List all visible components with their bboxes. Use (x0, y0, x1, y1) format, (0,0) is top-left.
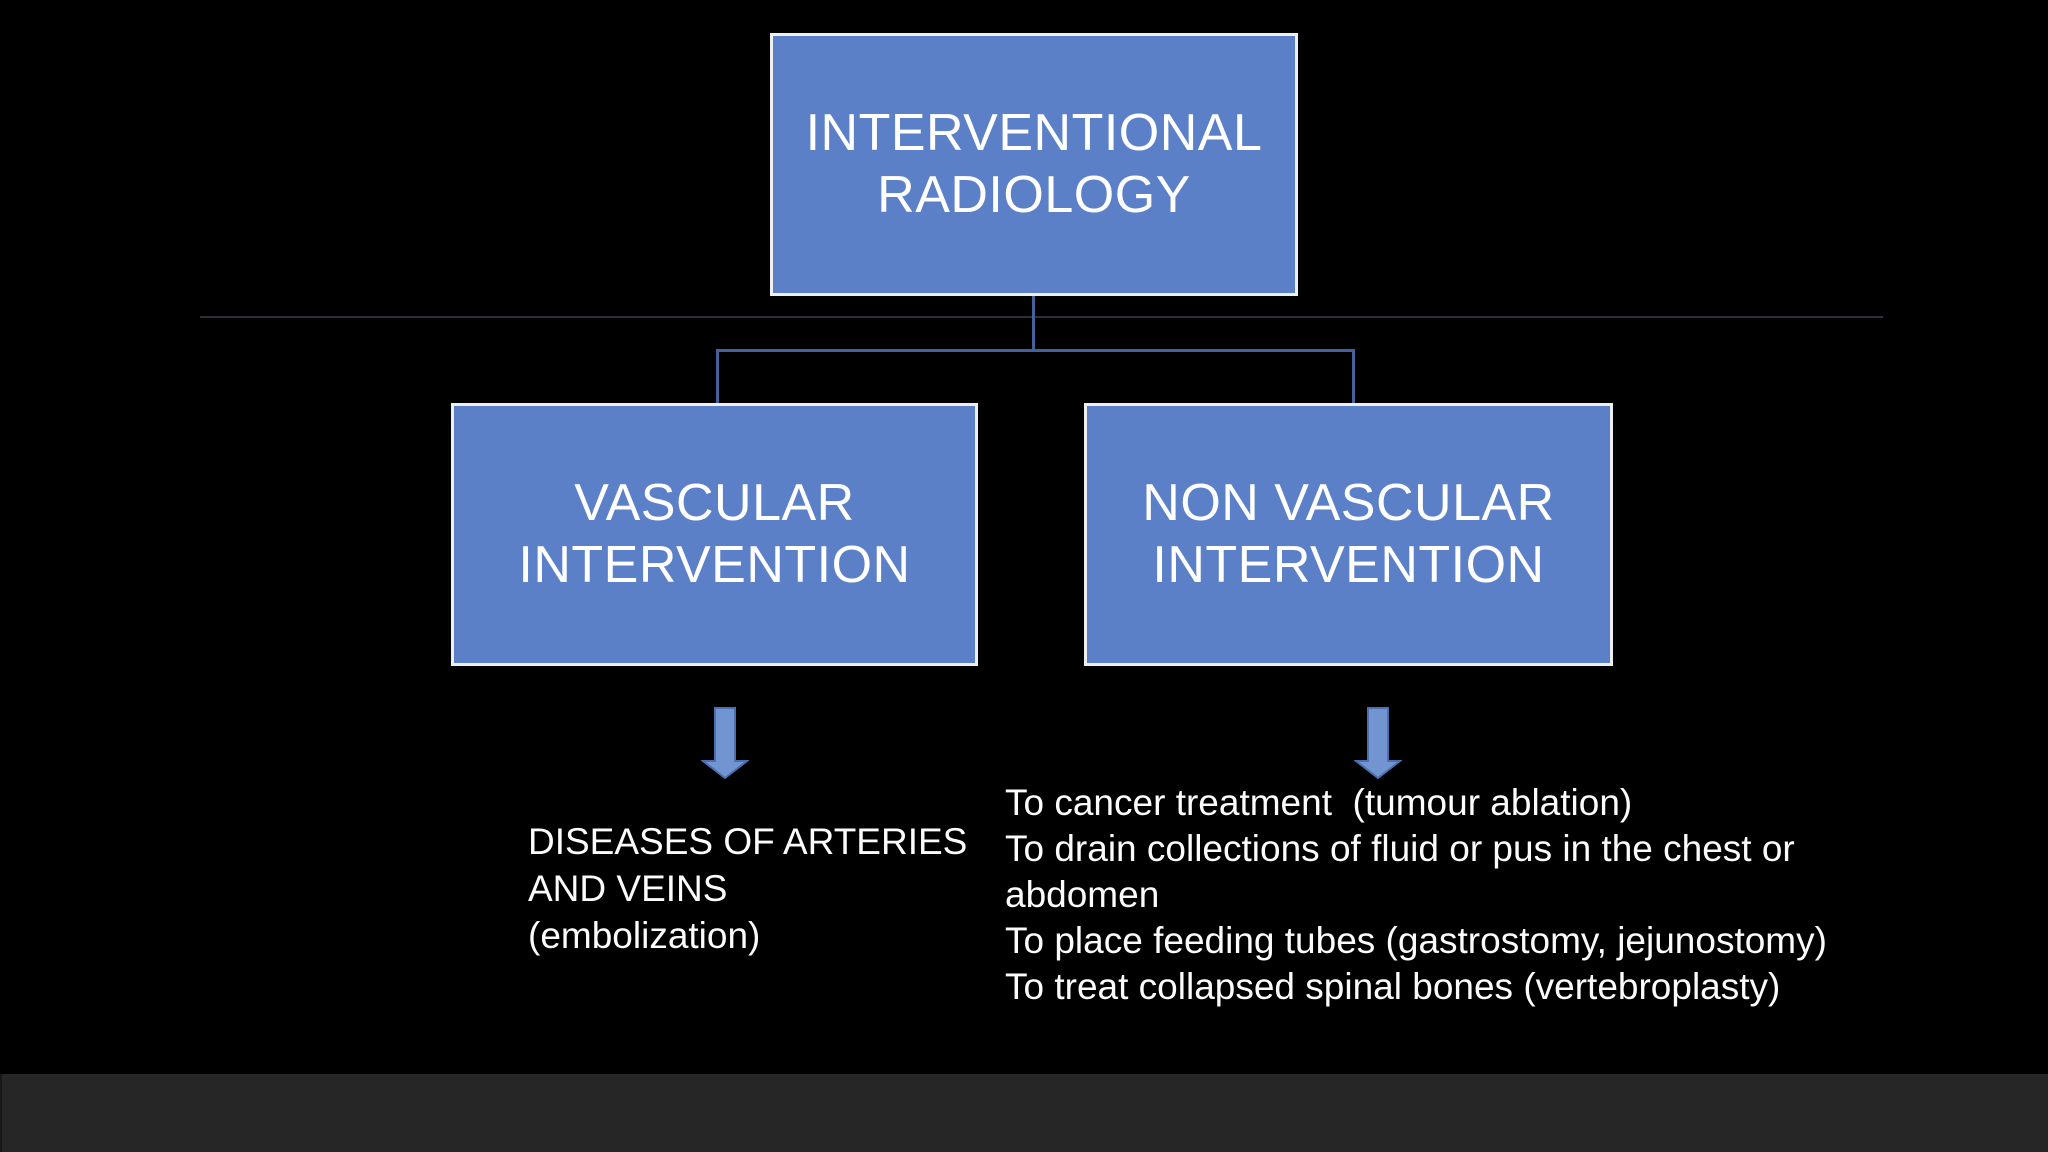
connector-right-vertical (1352, 349, 1355, 405)
non-vascular-caption: To cancer treatment (tumour ablation) To… (1005, 782, 1827, 1007)
vascular-caption: DISEASES OF ARTERIES AND VEINS (emboliza… (528, 821, 968, 956)
node-non-vascular-intervention-label: NON VASCULAR INTERVENTION (1142, 474, 1555, 594)
node-vascular-intervention: VASCULAR INTERVENTION (451, 403, 978, 666)
down-arrow-icon (1354, 707, 1402, 780)
connector-left-vertical (716, 349, 719, 405)
node-vascular-intervention-label: VASCULAR INTERVENTION (518, 474, 911, 594)
connector-top-vertical (1032, 294, 1035, 352)
divider-line (200, 316, 1883, 318)
node-interventional-radiology-label: INTERVENTIONAL RADIOLOGY (805, 104, 1263, 224)
player-bar (0, 1074, 2048, 1152)
connector-horizontal (716, 349, 1355, 352)
down-arrow-icon (701, 707, 749, 780)
node-non-vascular-intervention: NON VASCULAR INTERVENTION (1084, 403, 1613, 666)
node-interventional-radiology: INTERVENTIONAL RADIOLOGY (770, 33, 1298, 296)
